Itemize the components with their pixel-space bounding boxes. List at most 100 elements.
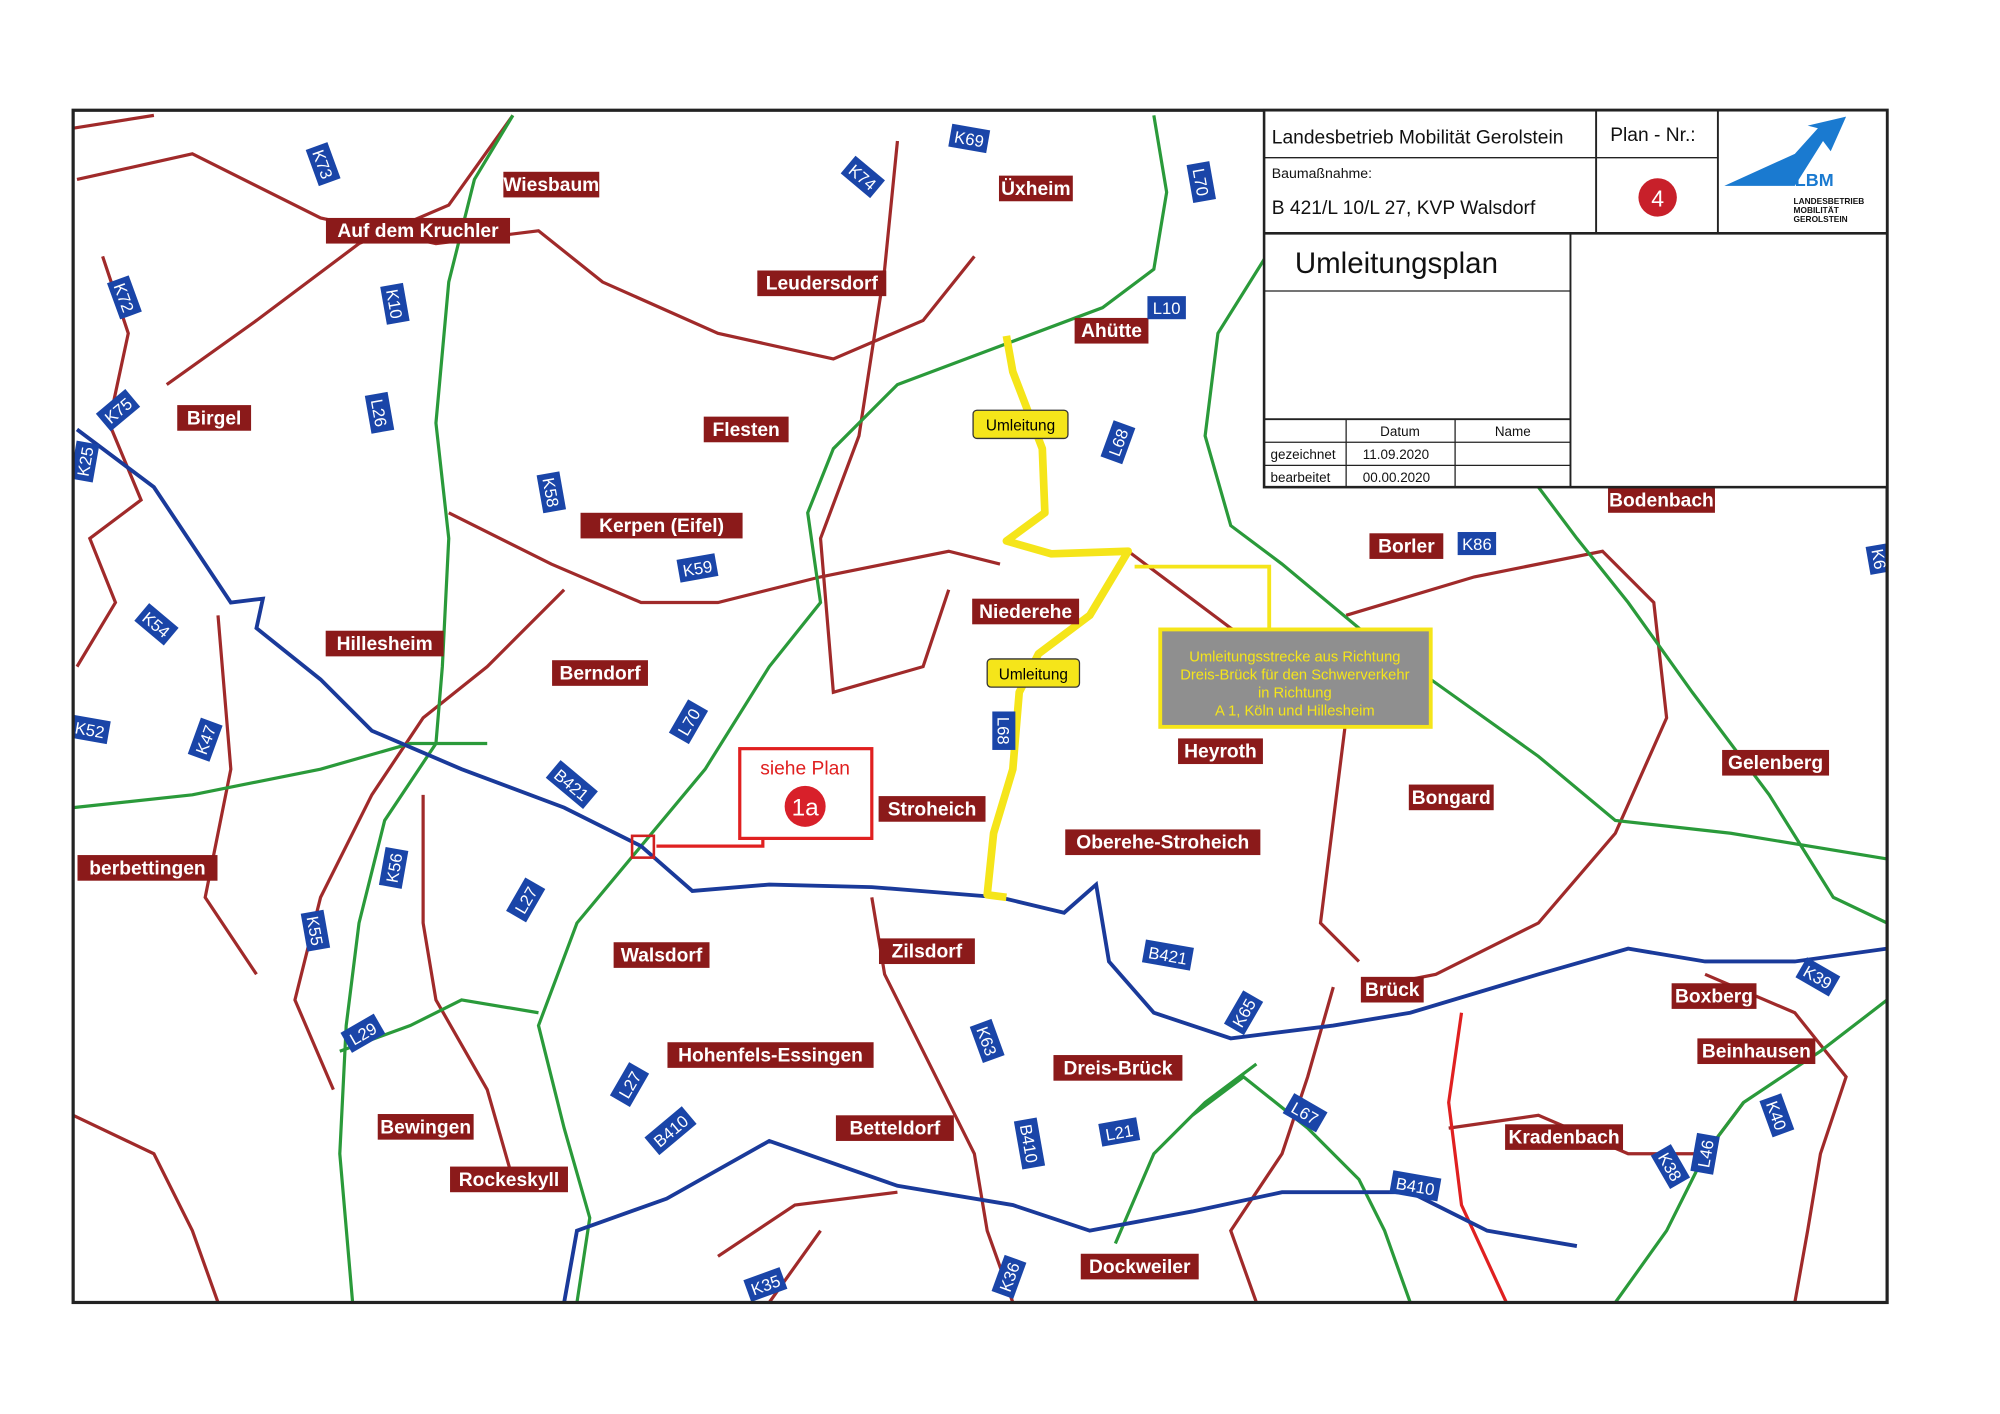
project-name: B 421/L 10/L 27, KVP Walsdorf [1272, 198, 1536, 219]
town-label: Kerpen (Eifel) [580, 512, 743, 539]
detour-label: Umleitung [972, 409, 1069, 440]
svg-text:K6: K6 [1867, 547, 1889, 570]
svg-text:Brück: Brück [1365, 980, 1420, 1001]
reference-box[interactable]: siehe Plan 1a [738, 747, 874, 841]
svg-text:Borler: Borler [1378, 537, 1435, 558]
svg-text:Üxheim: Üxheim [1001, 179, 1070, 200]
svg-text:berbettingen: berbettingen [89, 858, 205, 879]
town-label: Kradenbach [1505, 1124, 1624, 1150]
svg-text:K10: K10 [382, 288, 406, 320]
road-shield: K75 [95, 389, 141, 432]
svg-text:Birgel: Birgel [187, 408, 241, 429]
town-label: Bodenbach [1608, 487, 1715, 513]
road-shield: K55 [300, 909, 331, 952]
svg-text:Walsdorf: Walsdorf [621, 945, 703, 966]
town-label: Auf dem Kruchler [325, 217, 511, 244]
road-shield: K74 [840, 155, 885, 199]
svg-text:Ahütte: Ahütte [1081, 321, 1142, 342]
svg-text:Boxberg: Boxberg [1675, 986, 1753, 1007]
town-label: Stroheich [878, 796, 986, 822]
reference-text: siehe Plan [760, 758, 850, 779]
svg-text:Umleitung: Umleitung [986, 418, 1055, 435]
town-label: Flesten [703, 416, 789, 443]
road-shield: K6 [1865, 543, 1889, 575]
svg-text:L70: L70 [1189, 167, 1213, 198]
road-shield: K56 [378, 846, 409, 889]
svg-text:Rockeskyll: Rockeskyll [459, 1170, 559, 1191]
svg-text:K58: K58 [538, 476, 562, 508]
svg-text:gezeichnet: gezeichnet [1270, 447, 1335, 462]
svg-text:L26: L26 [367, 398, 391, 429]
svg-text:K73: K73 [308, 147, 336, 181]
town-label: Betteldorf [835, 1115, 954, 1141]
svg-text:Bewingen: Bewingen [380, 1117, 471, 1138]
town-label: Heyroth [1178, 738, 1263, 765]
svg-text:11.09.2020: 11.09.2020 [1363, 447, 1429, 462]
road-shield: K38 [1650, 1144, 1691, 1190]
road-shield: K63 [969, 1018, 1005, 1063]
svg-text:Zilsdorf: Zilsdorf [892, 942, 963, 963]
svg-text:Auf dem Kruchler: Auf dem Kruchler [337, 221, 499, 242]
town-label: Borler [1369, 533, 1444, 559]
svg-text:GEROLSTEIN: GEROLSTEIN [1794, 214, 1848, 224]
town-label: Ahütte [1074, 317, 1149, 344]
road-shield: K72 [107, 275, 142, 320]
town-label: berbettingen [77, 855, 218, 881]
svg-text:Bongard: Bongard [1412, 788, 1491, 809]
town-label: Brück [1360, 976, 1424, 1003]
road-shield: K54 [134, 603, 179, 646]
town-label: Hillesheim [325, 630, 444, 657]
svg-text:LANDESBETRIEB: LANDESBETRIEB [1794, 196, 1865, 206]
svg-text:Datum: Datum [1380, 424, 1420, 439]
svg-text:Heyroth: Heyroth [1184, 742, 1257, 763]
road-shield: B410 [644, 1106, 697, 1156]
svg-text:Dreis-Brück für den Schwerverk: Dreis-Brück für den Schwerverkehr [1180, 667, 1409, 683]
detour-note: Umleitungsstrecke aus Richtung Dreis-Brü… [1158, 627, 1433, 729]
town-label: Rockeskyll [450, 1166, 568, 1193]
svg-text:K52: K52 [73, 718, 105, 742]
detour-route [983, 335, 1133, 902]
road-shield: K65 [1223, 990, 1264, 1036]
road-shield: K58 [536, 471, 567, 514]
town-label: Bewingen [377, 1114, 474, 1140]
town-label: Oberehe-Stroheich [1065, 829, 1261, 856]
svg-text:Kerpen (Eifel): Kerpen (Eifel) [599, 516, 724, 537]
town-label: Beinhausen [1697, 1038, 1816, 1065]
svg-text:Leudersdorf: Leudersdorf [766, 274, 879, 295]
svg-text:Name: Name [1495, 424, 1531, 439]
svg-text:K72: K72 [110, 281, 138, 315]
road-shield: L27 [506, 877, 546, 923]
svg-text:bearbeitet: bearbeitet [1270, 470, 1330, 485]
town-label: Bongard [1408, 784, 1494, 811]
revision-table: Datum Name gezeichnet 11.09.2020 bearbei… [1270, 424, 1530, 485]
construction-site-marker [630, 834, 656, 859]
svg-text:Dockweiler: Dockweiler [1089, 1257, 1191, 1278]
road-shield: L70 [1186, 161, 1216, 203]
svg-text:L46: L46 [1694, 1139, 1718, 1170]
town-label: Dockweiler [1080, 1253, 1199, 1280]
road-shield: L10 [1147, 296, 1186, 320]
svg-text:Betteldorf: Betteldorf [849, 1119, 940, 1140]
road-shield: K10 [380, 282, 410, 325]
road-shield: B410 [1389, 1170, 1442, 1202]
svg-text:L10: L10 [1153, 299, 1181, 318]
svg-text:A 1, Köln und Hillesheim: A 1, Köln und Hillesheim [1215, 703, 1375, 719]
road-shield: K69 [948, 123, 991, 154]
svg-text:K40: K40 [1762, 1098, 1790, 1132]
svg-text:K55: K55 [303, 915, 327, 947]
road-shield: L68 [1100, 420, 1136, 465]
svg-text:MOBILITÄT: MOBILITÄT [1794, 205, 1839, 215]
svg-text:Hillesheim: Hillesheim [337, 634, 433, 655]
plan-title: Umleitungsplan [1295, 247, 1498, 280]
road-shield: B421 [1141, 939, 1194, 971]
svg-text:Gelenberg: Gelenberg [1728, 753, 1823, 774]
svg-text:K35: K35 [749, 1271, 783, 1299]
svg-text:L21: L21 [1104, 1121, 1135, 1145]
svg-text:K25: K25 [74, 445, 98, 477]
road-shield: L68 [992, 711, 1016, 750]
town-label: Zilsdorf [878, 938, 975, 965]
road-shield: K59 [676, 553, 719, 583]
svg-text:Flesten: Flesten [713, 420, 780, 441]
town-label: Üxheim [998, 175, 1073, 202]
